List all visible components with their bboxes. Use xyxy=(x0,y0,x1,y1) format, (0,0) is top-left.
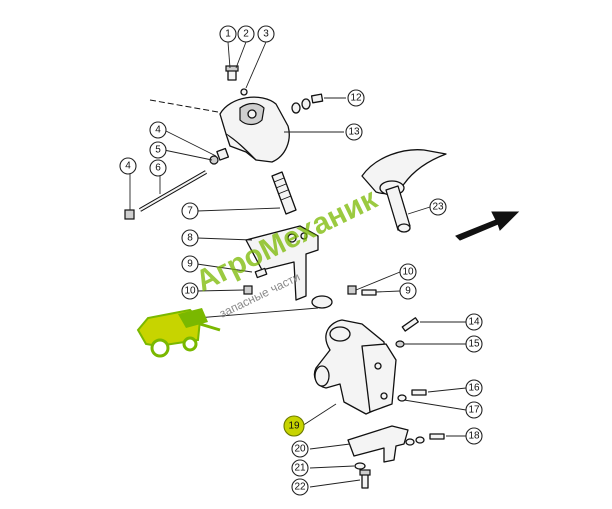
callout-label: 8 xyxy=(187,233,193,244)
callout-circle xyxy=(291,459,309,477)
callout-circle xyxy=(257,25,275,43)
callout-circle xyxy=(219,25,237,43)
leader-lines xyxy=(129,41,467,488)
gearbox-part xyxy=(313,319,397,415)
callout-circle xyxy=(181,202,199,220)
callout-label: 3 xyxy=(263,29,269,40)
callout-label: 19 xyxy=(288,421,300,432)
auger-blade-part xyxy=(361,149,447,233)
callout-label: 10 xyxy=(402,267,414,278)
callout-circle xyxy=(237,25,255,43)
callout-label: 4 xyxy=(155,125,161,136)
callout-circle xyxy=(291,478,309,496)
callout-10: 10 xyxy=(181,282,199,300)
callout-circle xyxy=(399,282,417,300)
callout-circle xyxy=(465,427,483,445)
callout-label: 9 xyxy=(187,259,193,270)
callout-9: 9 xyxy=(399,282,417,300)
callout-label: 18 xyxy=(468,431,480,442)
callout-label: 7 xyxy=(187,206,193,217)
threaded-rod-part xyxy=(124,170,207,220)
callout-label: 2 xyxy=(243,29,249,40)
callout-circle xyxy=(181,282,199,300)
combine-logo xyxy=(136,308,221,358)
callout-10: 10 xyxy=(399,263,417,281)
callout-18: 18 xyxy=(465,427,483,445)
washer-21-part xyxy=(354,462,366,470)
callout-circle xyxy=(465,313,483,331)
callout-circle xyxy=(465,401,483,419)
callout-17: 17 xyxy=(465,401,483,419)
callout-circle xyxy=(465,335,483,353)
callout-label: 5 xyxy=(155,145,161,156)
callout-circle xyxy=(347,89,365,107)
callout-circle xyxy=(465,379,483,397)
callout-label: 4 xyxy=(125,161,131,172)
callout-label: 12 xyxy=(350,93,362,104)
callout-circle xyxy=(291,440,309,458)
callout-12: 12 xyxy=(347,89,365,107)
bracket-part xyxy=(245,225,319,301)
callout-circle xyxy=(149,141,167,159)
callout-circle xyxy=(149,159,167,177)
callout-1: 1 xyxy=(219,25,237,43)
bottom-bracket-part xyxy=(347,425,445,463)
callout-circle xyxy=(181,255,199,273)
callout-9: 9 xyxy=(181,255,199,273)
callout-2: 2 xyxy=(237,25,255,43)
callout-circle xyxy=(429,198,447,216)
callout-15: 15 xyxy=(465,335,483,353)
top-screw-part xyxy=(225,65,248,96)
cover-bolt-part xyxy=(291,93,324,114)
callout-label: 16 xyxy=(468,383,480,394)
callout-label: 15 xyxy=(468,339,480,350)
gearbox-bolts-part xyxy=(395,317,427,402)
bolt-22-part xyxy=(359,469,371,489)
callout-label: 14 xyxy=(468,317,480,328)
callout-7: 7 xyxy=(181,202,199,220)
part-drawings xyxy=(124,65,520,489)
callout-label: 20 xyxy=(294,444,306,455)
callout-label: 17 xyxy=(468,405,480,416)
callout-label: 10 xyxy=(184,286,196,297)
callout-circle xyxy=(149,121,167,139)
callout-circle xyxy=(181,229,199,247)
callout-19: 19 xyxy=(283,415,305,437)
callout-23: 23 xyxy=(429,198,447,216)
callout-label: 6 xyxy=(155,163,161,174)
flat-washer-part xyxy=(311,295,333,309)
callout-circle xyxy=(119,157,137,175)
callout-6: 6 xyxy=(149,159,167,177)
nut-washer-left-part xyxy=(209,147,230,165)
callout-16: 16 xyxy=(465,379,483,397)
threaded-stud-part xyxy=(271,171,297,215)
callout-3: 3 xyxy=(257,25,275,43)
callout-label: 23 xyxy=(432,202,444,213)
callout-8: 8 xyxy=(181,229,199,247)
callout-label: 1 xyxy=(225,29,231,40)
callout-circle xyxy=(399,263,417,281)
housing-cover-part xyxy=(219,96,290,163)
callout-14: 14 xyxy=(465,313,483,331)
callout-21: 21 xyxy=(291,459,309,477)
callout-4: 4 xyxy=(119,157,137,175)
callout-5: 5 xyxy=(149,141,167,159)
callout-label: 21 xyxy=(294,463,306,474)
callout-label: 9 xyxy=(405,286,411,297)
callout-label: 22 xyxy=(294,482,306,493)
bracket-fasteners-part xyxy=(243,267,377,296)
callout-22: 22 xyxy=(291,478,309,496)
callout-circle xyxy=(283,415,305,437)
callout-4: 4 xyxy=(149,121,167,139)
axis-line xyxy=(149,99,236,116)
callout-label: 13 xyxy=(348,127,360,138)
callout-circle xyxy=(345,123,363,141)
callout-13: 13 xyxy=(345,123,363,141)
direction-arrow xyxy=(455,211,520,241)
callout-20: 20 xyxy=(291,440,309,458)
